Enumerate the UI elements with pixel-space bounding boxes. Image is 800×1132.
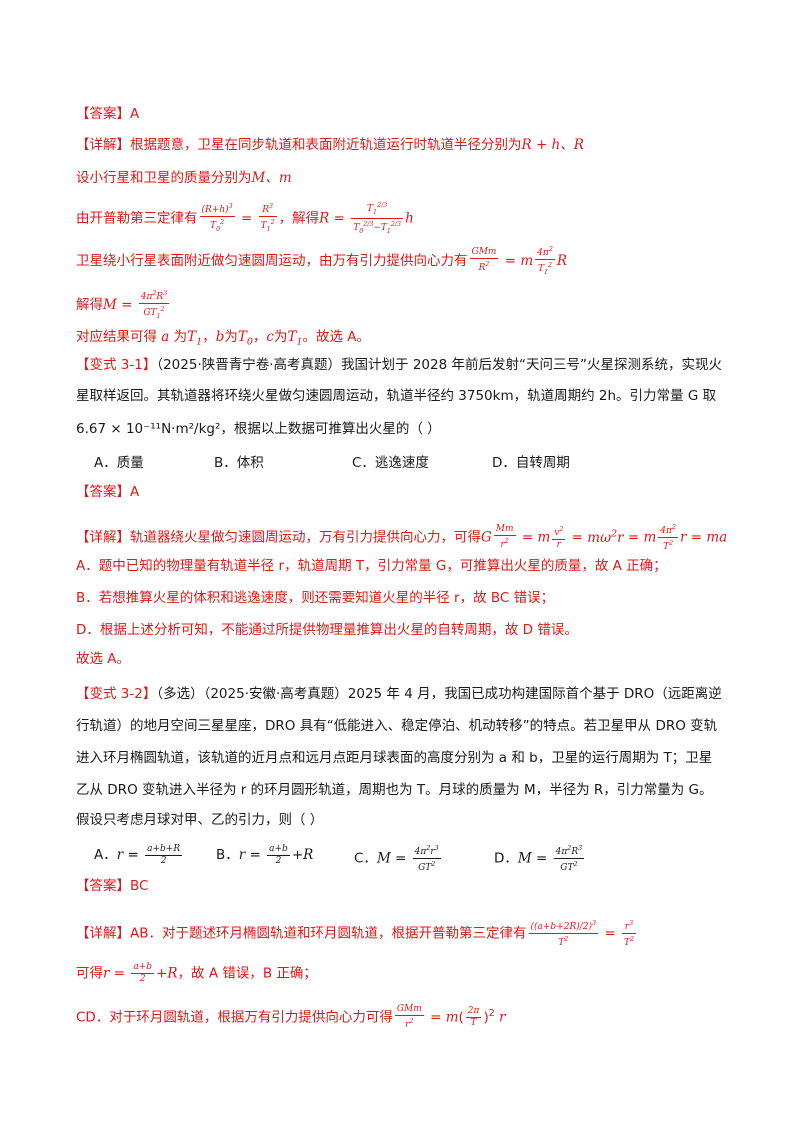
q31-stem-1: 【变式 3-1】（2025·陕晋青宁卷·高考真题）我国计划于 2028 年前后发… <box>76 357 722 373</box>
q31-stem-2: 星取样返回。其轨道器将环绕火星做匀速圆周运动，轨道半径约 3750km，轨道周期… <box>76 388 717 404</box>
result-line: 对应结果可得 a 为T1，b为T0，c为T1。故选 A。 <box>76 329 370 348</box>
detail-line-2: 设小行星和卫星的质量分别为M、m <box>76 170 292 186</box>
q32-detail-line-1: 【详解】AB．对于题述环月椭圆轨道和环月圆轨道，根据开普勒第三定律有((a+b+… <box>76 920 636 948</box>
q31-option-d: D．自转周期 <box>492 455 570 471</box>
q32-stem-2: 行轨道）的地月空间三星星座，DRO 具有“低能进入、稳定停泊、机动转移”的特点。… <box>76 718 718 734</box>
q31-stem-3: 6.67 × 10⁻¹¹N·m²/kg²，根据以上数据可推算出火星的（ ） <box>76 421 441 437</box>
q31-detail-d: D．根据上述分析可知，不能通过所提供物理量推算出火星的自转周期，故 D 错误。 <box>76 622 578 638</box>
q31-conclusion: 故选 A。 <box>76 651 131 667</box>
q32-stem-1: 【变式 3-2】（多选）（2025·安徽·高考真题）2025 年 4 月，我国已… <box>76 686 722 702</box>
q32-stem-4: 乙从 DRO 变轨进入半径为 r 的环月圆形轨道，周期也为 T。月球的质量为 M… <box>76 782 713 798</box>
answer-line-1: 【答案】A <box>76 106 140 122</box>
document-page: 【答案】A 【详解】根据题意，卫星在同步轨道和表面附近轨道运行时轨道半径分别为R… <box>76 0 736 1132</box>
q32-answer-line: 【答案】BC <box>76 878 149 894</box>
q31-answer-line: 【答案】A <box>76 484 140 500</box>
q31-option-a: A．质量 <box>94 455 144 471</box>
q31-option-b: B．体积 <box>214 455 264 471</box>
q31-detail-b: B．若想推算火星的体积和逃逸速度，则还需要知道火星的半径 r，故 BC 错误； <box>76 590 555 606</box>
q32-stem-5: 假设只考虑月球对甲、乙的引力，则（ ） <box>76 812 324 828</box>
detail-line-1: 【详解】根据题意，卫星在同步轨道和表面附近轨道运行时轨道半径分别为R + h、R <box>76 137 584 153</box>
q32-stem-3: 进入环月椭圆轨道，该轨道的近月点和远月点距月球表面的高度分别为 a 和 b，卫星… <box>76 750 713 766</box>
q31-detail-a: A．题中已知的物理量有轨道半径 r，轨道周期 T，引力常量 G，可推算出火星的质… <box>76 558 667 574</box>
q31-option-c: C．逃逸速度 <box>352 455 429 471</box>
